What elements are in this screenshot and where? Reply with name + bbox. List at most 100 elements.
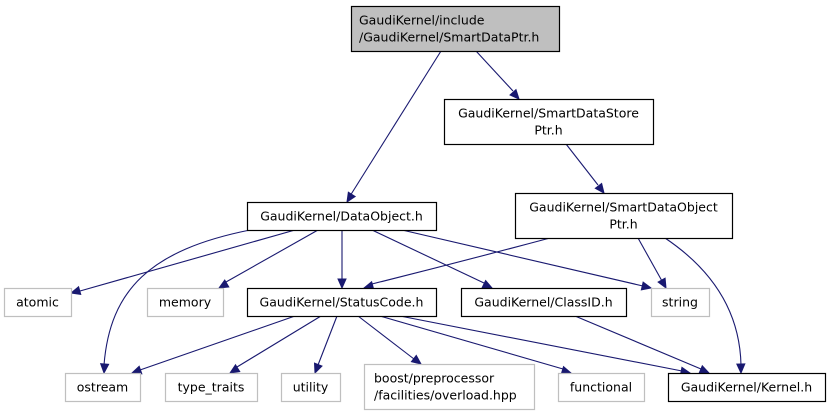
edge-dataobject-to-ostream [99,229,251,375]
node-label: GaudiKernel/SmartDataStore [458,106,639,121]
node-box [246,201,438,232]
node-kernel[interactable]: GaudiKernel/Kernel.h [667,372,827,403]
node-box [146,287,225,318]
node-label: atomic [16,295,59,310]
arrowhead-icon [217,279,230,289]
node-label: ostream [77,380,128,395]
arrowhead-icon [130,365,143,375]
node-type_traits: type_traits [164,372,259,403]
node-statuscode[interactable]: GaudiKernel/StatusCode.h [246,287,438,318]
arrowhead-icon [481,279,494,289]
nodes-layer: GaudiKernel/include/GaudiKernel/SmartDat… [3,5,827,411]
arrowhead-icon [69,285,82,296]
node-box [280,372,342,403]
node-box [557,372,646,403]
arrowhead-icon [657,277,667,290]
node-box [650,287,711,318]
edge-line [574,315,702,370]
arrowhead-icon [640,281,653,291]
node-label: GaudiKernel/Kernel.h [681,380,812,395]
node-label: boost/preprocessor [374,371,495,386]
edge-statuscode-to-ostream [130,315,296,375]
node-label: GaudiKernel/ClassID.h [474,295,612,310]
edge-root-to-dataobject [346,50,442,204]
edge-statuscode-to-overload [357,315,422,365]
edge-line [139,315,296,371]
node-label: Ptr.h [534,123,562,138]
edge-smartdataobjectptr-to-string [637,237,667,290]
node-box [350,5,561,53]
edge-line [103,229,251,366]
node-box [460,287,628,318]
edge-line [371,237,551,285]
node-utility: utility [280,372,342,403]
node-root[interactable]: GaudiKernel/include/GaudiKernel/SmartDat… [350,5,561,53]
edge-line [664,237,742,366]
edge-smartdataobjectptr-to-statuscode [362,237,551,291]
edge-dataobject-to-memory [217,229,319,289]
node-overload: boost/preprocessor/facilities/overload.h… [363,363,536,411]
node-box [246,287,438,318]
edge-line [637,237,663,282]
node-box [64,372,142,403]
node-label: GaudiKernel/SmartDataObject [529,200,718,215]
edge-dataobject-to-atomic [69,229,296,296]
edges-layer [69,50,746,376]
edge-root-to-smartdatastoreptr [475,50,520,100]
node-label: /GaudiKernel/SmartDataPtr.h [359,30,539,45]
edge-line [399,315,683,372]
node-functional: functional [557,372,646,403]
arrowhead-icon [509,88,520,100]
edge-smartdataobjectptr-to-kernel [664,237,746,375]
arrowhead-icon [228,363,241,374]
edge-statuscode-to-utility [313,315,338,375]
edge-line [401,229,644,287]
node-memory: memory [146,287,225,318]
edge-line [236,315,322,368]
arrowhead-icon [594,182,605,194]
arrowhead-icon [736,363,746,375]
node-atomic: atomic [3,287,73,318]
arrowhead-icon [99,363,110,375]
node-label: Ptr.h [609,217,637,232]
node-dataobject[interactable]: GaudiKernel/DataObject.h [246,201,438,232]
node-label: GaudiKernel/DataObject.h [260,209,423,224]
node-label: type_traits [178,380,245,395]
arrowhead-icon [346,191,357,204]
edge-dataobject-to-statuscode [337,230,347,290]
edge-line [357,315,415,360]
node-label: memory [159,295,212,310]
node-label: /facilities/overload.hpp [374,388,517,403]
node-string: string [650,287,711,318]
edge-line [317,315,338,366]
node-label: GaudiKernel/StatusCode.h [260,295,424,310]
edge-classid-to-kernel [574,315,711,374]
edge-line [379,315,564,370]
node-label: GaudiKernel/include [359,13,485,28]
arrowhead-icon [410,354,422,365]
edge-line [475,50,514,92]
edge-line [79,229,296,292]
node-box [164,372,259,403]
node-box [363,363,536,411]
node-box [514,192,734,240]
edge-line [225,229,319,283]
node-classid[interactable]: GaudiKernel/ClassID.h [460,287,628,318]
edge-statuscode-to-type_traits [228,315,322,374]
edge-dataobject-to-string [401,229,653,291]
edge-line [565,143,599,186]
node-label: utility [293,380,329,395]
node-label: functional [570,380,632,395]
edge-dataobject-to-classid [371,229,494,289]
arrowhead-icon [313,362,323,375]
node-box [667,372,827,403]
edge-line [349,50,442,197]
arrowhead-icon [337,278,347,290]
edge-line [371,229,485,284]
arrowhead-icon [698,364,711,374]
node-box [443,98,655,146]
node-ostream: ostream [64,372,142,403]
